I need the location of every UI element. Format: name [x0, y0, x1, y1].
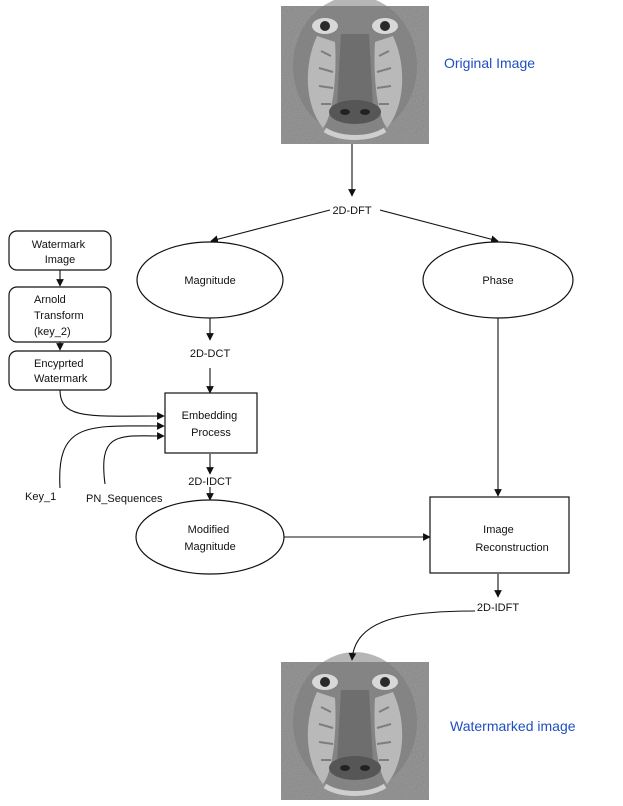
arnold-transform-box	[8, 286, 112, 343]
pn-sequences-label: PN_Sequences	[86, 493, 163, 505]
embedding-process-box	[164, 392, 258, 454]
encrypted-watermark-label: Encyprted Watermark	[34, 358, 88, 385]
phase-label: Phase	[482, 275, 513, 287]
image-reconstruction-box	[429, 496, 570, 574]
edge-dft-to-magnitude	[210, 209, 331, 243]
watermark-image-box	[8, 230, 112, 271]
edge-dft-to-phase	[379, 209, 499, 243]
modified-magnitude-node	[135, 499, 285, 575]
original-image-caption: Original Image	[444, 55, 535, 71]
key1-label: Key_1	[25, 491, 56, 503]
magnitude-label: Magnitude	[184, 275, 235, 287]
dft-label: 2D-DFT	[332, 205, 371, 217]
watermarked-image-caption: Watermarked image	[450, 718, 576, 734]
image-reconstruction-label: Image Reconstruction	[475, 524, 548, 554]
edge-idft-to-watermarked	[348, 610, 476, 661]
phase-node	[422, 241, 574, 319]
edge-encrypted-to-embedding	[59, 389, 165, 420]
watermarked-image	[281, 652, 429, 800]
idft-label: 2D-IDFT	[477, 602, 519, 614]
modified-magnitude-label: Modified Magnitude	[184, 524, 235, 553]
dct-label: 2D-DCT	[190, 348, 231, 360]
encrypted-watermark-box	[8, 350, 112, 391]
edge-pn-to-embedding	[103, 432, 165, 485]
embedding-process-label: Embedding Process	[182, 410, 241, 439]
idct-label: 2D-IDCT	[188, 476, 232, 488]
watermark-image-label: Watermark Image	[32, 239, 88, 266]
original-image	[281, 0, 429, 144]
arnold-transform-label: Arnold Transform (key_2)	[34, 294, 87, 338]
magnitude-node	[136, 241, 284, 319]
edge-key1-to-embedding	[59, 422, 165, 489]
